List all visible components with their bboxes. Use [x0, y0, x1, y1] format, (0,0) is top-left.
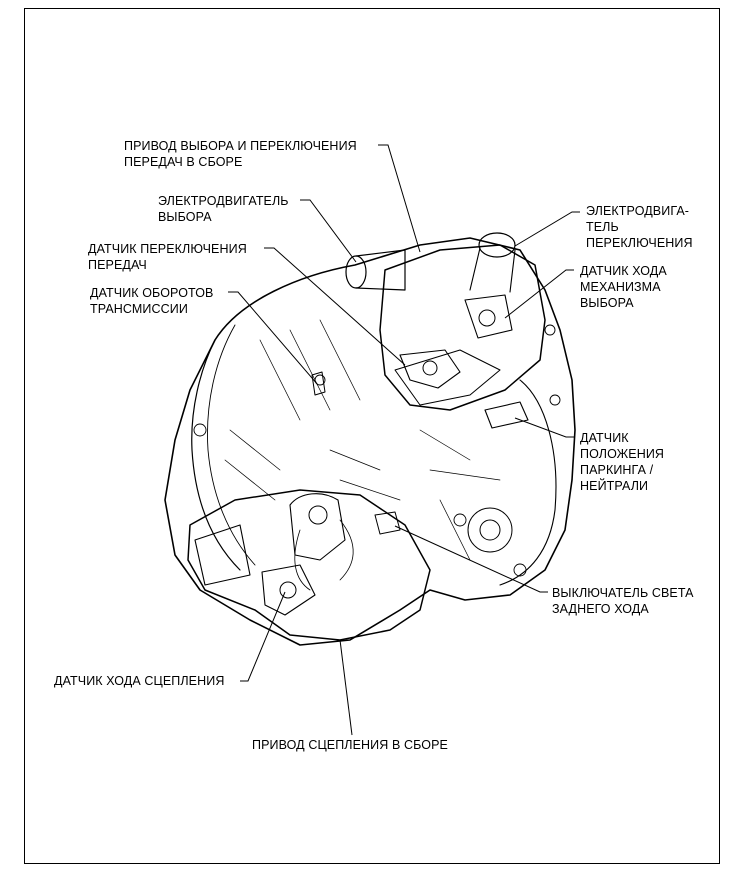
- label-reverse-light-switch: ВЫКЛЮЧАТЕЛЬ СВЕТА ЗАДНЕГО ХОДА: [552, 586, 694, 616]
- label-select-motor: ЭЛЕКТРОДВИГАТЕЛЬ ВЫБОРА: [158, 194, 289, 224]
- label-shift-select-actuator: ПРИВОД ВЫБОРА И ПЕРЕКЛЮЧЕНИЯ ПЕРЕДАЧ В С…: [124, 139, 357, 169]
- label-shift-motor: ЭЛЕКТРОДВИГА- ТЕЛЬ ПЕРЕКЛЮЧЕНИЯ: [586, 204, 693, 250]
- label-park-neutral-sensor: ДАТЧИК ПОЛОЖЕНИЯ ПАРКИНГА / НЕЙТРАЛИ: [580, 431, 665, 493]
- label-speed-sensor: ДАТЧИК ОБОРОТОВ ТРАНСМИССИИ: [90, 286, 214, 316]
- label-clutch-stroke-sensor: ДАТЧИК ХОДА СЦЕПЛЕНИЯ: [54, 674, 225, 688]
- label-shift-sensor: ДАТЧИК ПЕРЕКЛЮЧЕНИЯ ПЕРЕДАЧ: [88, 242, 247, 272]
- diagram-frame: [24, 8, 720, 864]
- label-select-stroke-sensor: ДАТЧИК ХОДА МЕХАНИЗМА ВЫБОРА: [580, 264, 667, 310]
- label-clutch-actuator: ПРИВОД СЦЕПЛЕНИЯ В СБОРЕ: [252, 738, 448, 752]
